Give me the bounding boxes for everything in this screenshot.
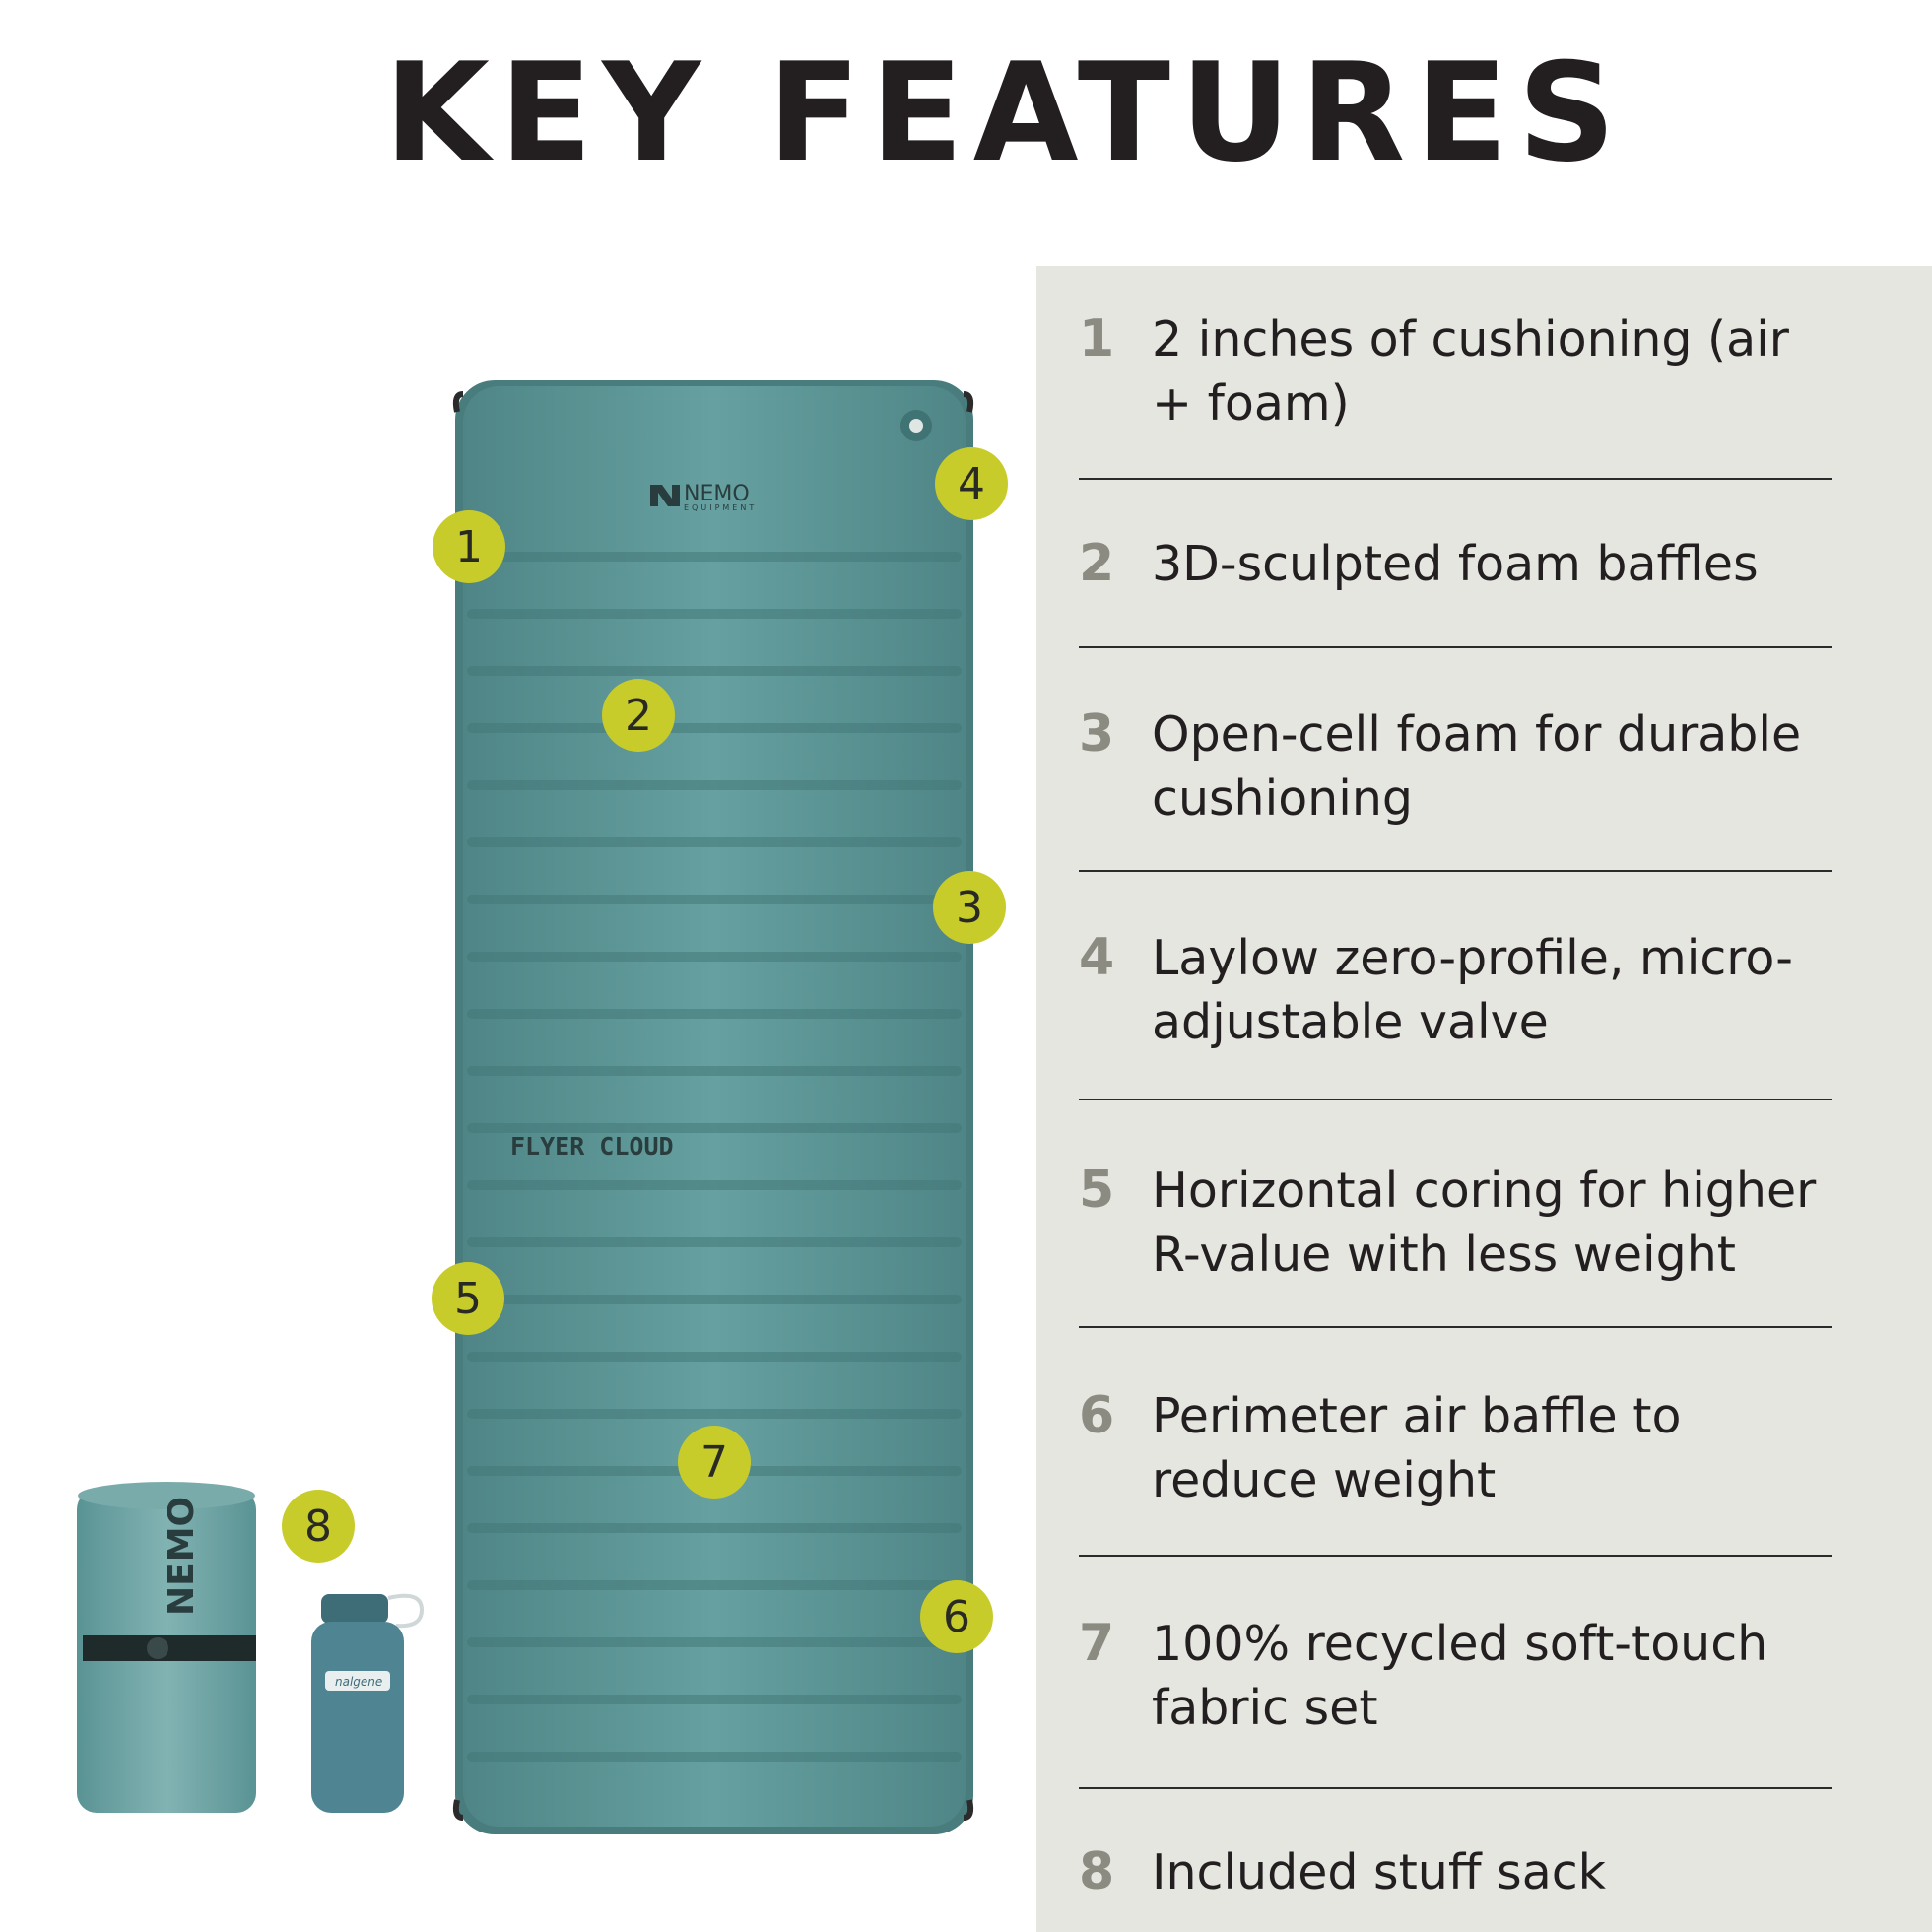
pad-brand-sub: EQUIPMENT	[684, 503, 757, 512]
corner-loop	[963, 391, 974, 413]
feature-divider	[1079, 646, 1832, 648]
baffle-ridge	[467, 1123, 962, 1133]
marker-4: 4	[935, 447, 1008, 520]
baffle-ridge	[467, 723, 962, 733]
pad-baffles	[467, 552, 962, 1762]
pad-surface	[463, 386, 966, 1827]
baffle-ridge	[467, 780, 962, 790]
marker-5: 5	[432, 1262, 504, 1335]
feature-number: 8	[1079, 1842, 1115, 1901]
feature-divider	[1079, 1555, 1832, 1557]
baffle-ridge	[467, 1066, 962, 1076]
corner-loop	[452, 391, 464, 413]
product-illustration: NEMO EQUIPMENT FLYER CLOUD NEMO nalgene	[77, 380, 974, 1834]
baffle-ridge	[467, 1752, 962, 1762]
marker-2: 2	[602, 679, 675, 752]
marker-1: 1	[433, 510, 505, 583]
sleeping-pad: NEMO EQUIPMENT FLYER CLOUD	[452, 380, 974, 1834]
feature-text: Perimeter air baffle to reduce weight	[1152, 1388, 1682, 1508]
bottle-brand: nalgene	[335, 1675, 382, 1689]
feature-divider	[1079, 1099, 1832, 1100]
baffle-ridge	[467, 1637, 962, 1647]
feature-text: Horizontal coring for higher R-value wit…	[1152, 1163, 1817, 1283]
baffle-ridge	[467, 1295, 962, 1304]
stuff-sack: NEMO	[77, 1482, 256, 1813]
baffle-ridge	[467, 552, 962, 562]
feature-text: 100% recycled soft-touch fabric set	[1152, 1616, 1768, 1736]
pad-model: FLYER CLOUD	[510, 1132, 674, 1161]
pad-brand: NEMO	[684, 482, 750, 506]
baffle-ridge	[467, 1352, 962, 1362]
baffle-ridge	[467, 1695, 962, 1704]
feature-divider	[1079, 1787, 1832, 1789]
feature-number: 6	[1079, 1386, 1115, 1445]
baffle-ridge	[467, 1009, 962, 1019]
marker-6: 6	[920, 1580, 993, 1653]
baffle-ridge	[467, 1409, 962, 1419]
strap	[83, 1635, 256, 1661]
brand-logo-icon: NEMO EQUIPMENT	[650, 482, 757, 512]
marker-7: 7	[678, 1426, 751, 1499]
water-bottle: nalgene	[311, 1593, 425, 1813]
feature-number: 7	[1079, 1614, 1115, 1673]
feature-divider	[1079, 1326, 1832, 1328]
baffle-ridge	[467, 1180, 962, 1190]
feature-text: Open-cell foam for durable cushioning	[1152, 706, 1802, 827]
feature-number: 4	[1079, 928, 1115, 987]
marker-3: 3	[933, 871, 1006, 944]
baffle-ridge	[467, 666, 962, 676]
feature-number: 5	[1079, 1161, 1115, 1220]
sack-brand: NEMO	[162, 1497, 202, 1616]
baffle-ridge	[467, 952, 962, 962]
feature-text: 2 inches of cushioning (air + foam)	[1152, 311, 1789, 432]
feature-number: 2	[1079, 534, 1115, 593]
page-title: KEY FEATURES	[384, 33, 1626, 192]
baffle-ridge	[467, 1523, 962, 1533]
baffle-ridge	[467, 895, 962, 904]
feature-divider	[1079, 478, 1832, 480]
feature-number: 1	[1079, 309, 1115, 368]
marker-8: 8	[282, 1490, 355, 1563]
feature-number: 3	[1079, 704, 1115, 764]
baffle-ridge	[467, 837, 962, 847]
valve-icon	[900, 410, 932, 441]
baffle-ridge	[467, 1237, 962, 1247]
baffle-ridge	[467, 1580, 962, 1590]
feature-divider	[1079, 870, 1832, 872]
feature-text: Laylow zero-profile, micro-adjustable va…	[1152, 930, 1793, 1050]
corner-loop	[963, 1799, 974, 1821]
feature-text: Included stuff sack	[1152, 1844, 1607, 1900]
corner-loop	[452, 1799, 464, 1821]
baffle-ridge	[467, 609, 962, 619]
feature-text: 3D-sculpted foam baffles	[1152, 536, 1759, 592]
